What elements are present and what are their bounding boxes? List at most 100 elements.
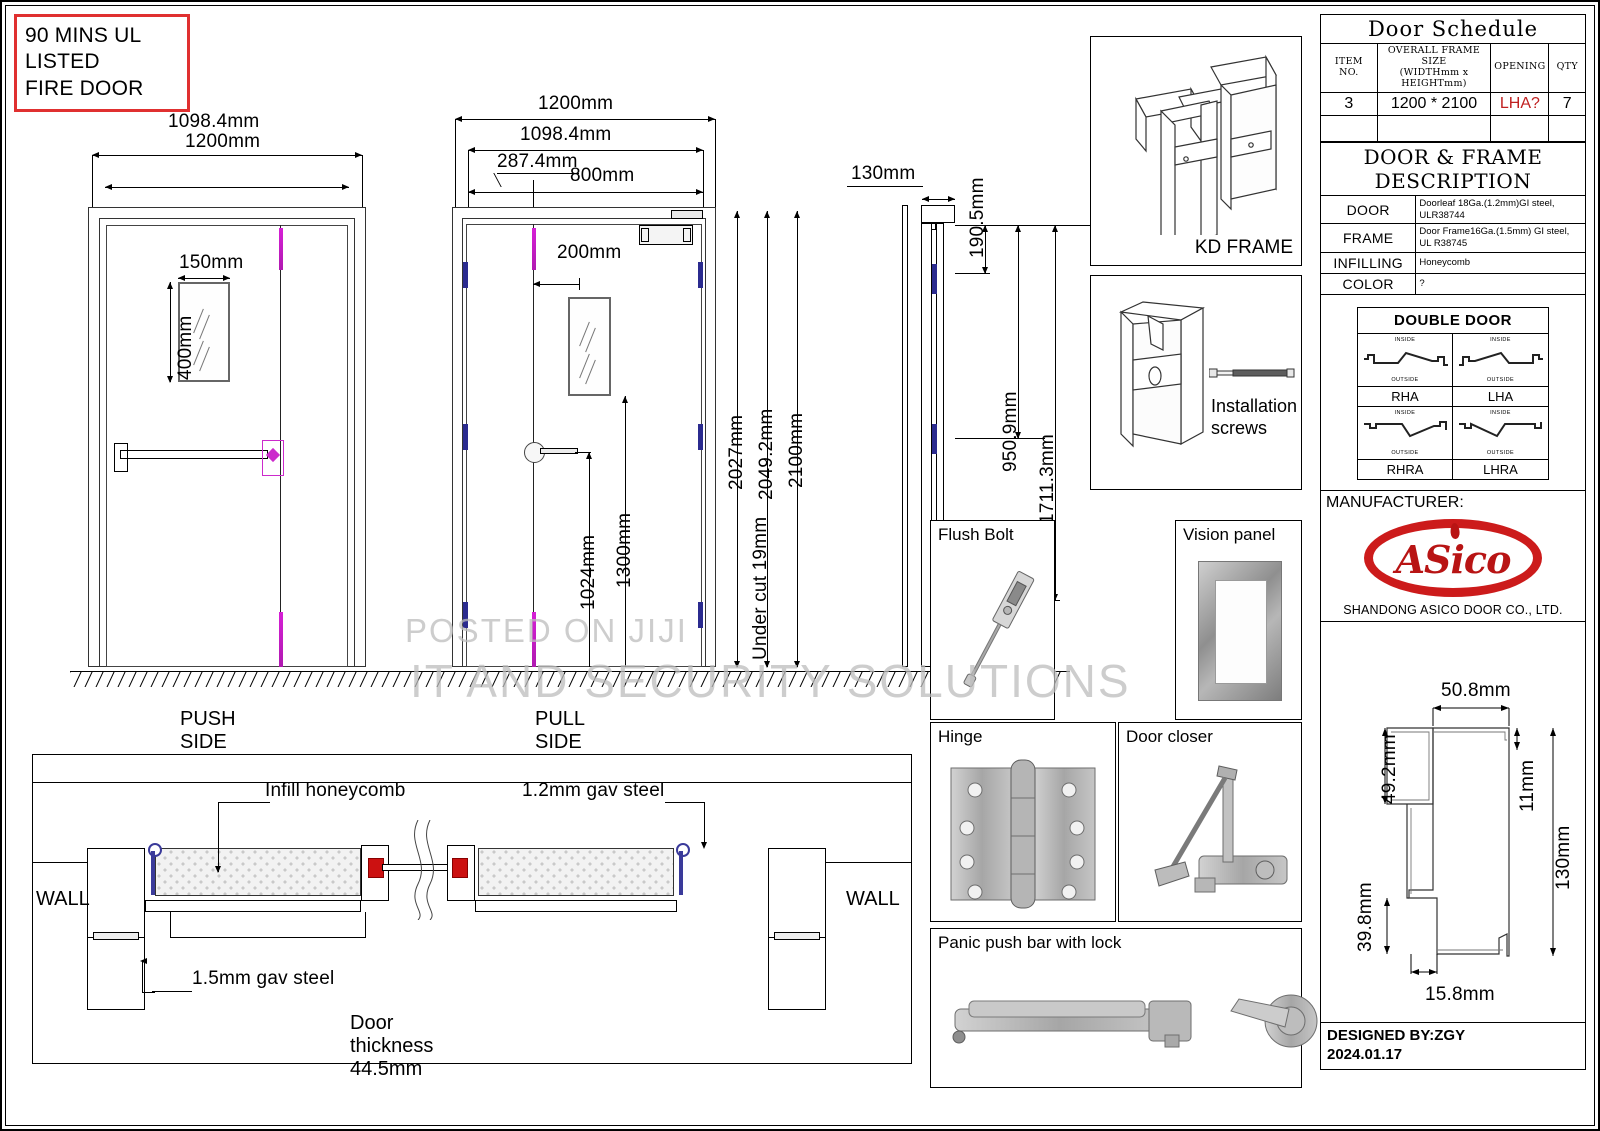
installation-screws-panel: Installation screws	[1090, 275, 1302, 490]
pull-door-closer	[639, 225, 693, 245]
description-key-frame: FRAME	[1319, 223, 1417, 254]
lha-figure: INSIDE OUTSIDE	[1453, 334, 1548, 388]
section-leaf-edge-b	[921, 223, 932, 667]
schedule-row1-opening	[1490, 114, 1550, 142]
lhra-inside-label: INSIDE	[1490, 410, 1511, 417]
panic-push-bar-label: Panic push bar with lock	[938, 933, 1122, 952]
manufacturer-block: MANUFACTURER: ASico SHANDONG ASICO DOOR …	[1320, 491, 1586, 623]
lhra-swing-icon	[1459, 422, 1542, 438]
description-key-infilling: INFILLING	[1319, 252, 1417, 275]
lha-outside-label: OUTSIDE	[1486, 377, 1515, 384]
section-frame-depth-label: 130mm	[851, 163, 916, 184]
cross-leaf-right-edge	[475, 900, 677, 912]
schedule-row0-opening: LHA?	[1490, 91, 1550, 116]
hinge-panel: Hinge	[930, 722, 1116, 922]
pull-overall-width-label: 1200mm	[538, 93, 614, 114]
pull-hinge-bottom	[463, 602, 468, 628]
flush-bolt-illustration	[963, 571, 1035, 688]
section-hinge-top	[932, 264, 937, 294]
pull-leaf-width-label: 1098.4mm	[520, 124, 612, 145]
title-block-column: Door Schedule ITEM NO. OVERALL FRAME SIZ…	[1319, 14, 1586, 1070]
logo-wordmark: ASico	[1395, 537, 1512, 583]
push-meeting-stile	[280, 225, 281, 667]
vision-panel-panel: Vision panel	[1175, 520, 1302, 720]
profile-rebate-label: 15.8mm	[1425, 984, 1495, 1006]
schedule-header-item: ITEM NO.	[1320, 43, 1378, 93]
schedule-row1-qty	[1548, 114, 1586, 142]
push-vision-width-label: 150mm	[179, 252, 244, 273]
schedule-row1-size	[1376, 114, 1492, 142]
description-value-frame: Door Frame16Ga.(1.5mm) GI steel, UL R387…	[1415, 223, 1586, 254]
vision-panel-photo	[1198, 561, 1282, 701]
section-leaf-edge-a	[902, 205, 908, 667]
design-date: 2024.01.17	[1327, 1045, 1403, 1063]
vision-panel-label: Vision panel	[1183, 525, 1276, 544]
cross-leaf-right-honeycomb	[478, 848, 674, 896]
hinge-illustration	[950, 759, 1096, 909]
push-leaf-width-label: 1098.4mm	[168, 111, 260, 132]
double-door-title: DOUBLE DOOR	[1358, 308, 1548, 335]
push-panic-bar-endcap	[114, 443, 128, 472]
pull-offset-label: 287.4mm	[497, 151, 578, 172]
double-door-label-rha: RHA	[1391, 389, 1419, 405]
pull-seal-top	[532, 228, 536, 270]
pull-hinge-bottom-right	[698, 602, 703, 628]
fire-rating-stamp: 90 MINS UL LISTED FIRE DOOR	[14, 14, 190, 112]
double-door-cell-rhra: INSIDE OUTSIDE RHRA	[1358, 407, 1453, 480]
manufacturer-label: MANUFACTURER:	[1326, 494, 1464, 512]
schedule-header-size: OVERALL FRAME SIZE (WIDTHmm x HEIGHTmm)	[1376, 43, 1492, 93]
pull-lever-handle	[540, 448, 578, 454]
push-panic-bar-lock	[262, 440, 284, 476]
push-vision-panel	[178, 282, 230, 382]
kd-frame-panel: KD FRAME	[1090, 36, 1302, 266]
schedule-header-opening: OPENING	[1490, 43, 1550, 93]
cross-intumescent-right	[452, 858, 468, 878]
panic-push-bar-panel: Panic push bar with lock	[930, 928, 1318, 1088]
rhra-swing-icon	[1364, 421, 1447, 438]
panic-bar-illustration	[952, 1000, 1192, 1048]
screw-illustration	[1209, 368, 1295, 378]
kd-frame-illustration	[1135, 54, 1277, 235]
kd-frame-label: KD FRAME	[1194, 237, 1293, 258]
anchor-clip-illustration	[1118, 301, 1205, 448]
hinge-label: Hinge	[938, 727, 983, 746]
cross-leaf-left-edge	[145, 900, 361, 912]
fire-stamp-line-1: 90 MINS UL	[25, 24, 142, 47]
description-key-door: DOOR	[1319, 194, 1417, 225]
double-door-wrapper: DOUBLE DOOR INSIDE OUTSIDE RHA INSIDE	[1320, 295, 1586, 492]
cross-wall-left-label: WALL	[36, 888, 90, 910]
door-schedule-title: Door Schedule	[1320, 14, 1586, 44]
table-row: FRAME Door Frame16Ga.(1.5mm) GI steel, U…	[1319, 223, 1586, 254]
pull-side-label: PULL SIDE	[535, 708, 585, 753]
table-row: COLOR ?	[1319, 273, 1586, 296]
cross-left-frame	[87, 848, 145, 1010]
profile-lip-label: 11mm	[1517, 760, 1538, 813]
push-vision-height-label: 400mm	[175, 315, 196, 380]
cross-leaf-left-honeycomb	[155, 848, 361, 896]
lever-handle-illustration	[1230, 994, 1318, 1048]
description-value-infilling: Honeycomb	[1415, 252, 1586, 275]
table-row	[1320, 114, 1586, 142]
double-door-cell-lha: INSIDE OUTSIDE LHA	[1453, 334, 1548, 406]
lhra-outside-label: OUTSIDE	[1486, 450, 1515, 457]
fire-stamp-line-2: LISTED	[25, 50, 100, 74]
pull-vision-panel	[568, 297, 611, 396]
pull-hinge-mid	[463, 424, 468, 450]
schedule-header-size-line1: OVERALL FRAME SIZE	[1387, 45, 1481, 67]
cross-hinge-pin-left	[151, 851, 155, 895]
ground-line	[70, 671, 1070, 672]
door-closer-illustration	[1154, 765, 1288, 893]
rha-swing-icon	[1364, 352, 1448, 367]
cross-break-line	[414, 820, 434, 920]
double-door-cell-lhra: INSIDE OUTSIDE LHRA	[1453, 407, 1548, 479]
schedule-header-size-line2: (WIDTHmm x HEIGHTmm)	[1399, 66, 1469, 89]
lha-inside-label: INSIDE	[1490, 337, 1511, 344]
schedule-row0-size: 1200 * 2100	[1376, 91, 1492, 116]
description-value-door: Doorleaf 18Ga.(1.2mm)GI steel, ULR38744	[1415, 194, 1586, 225]
cross-infill-label: Infill honeycomb	[265, 780, 406, 801]
pull-seal-bottom	[532, 612, 536, 667]
rhra-outside-label: OUTSIDE	[1391, 450, 1419, 457]
drawing-sheet-inner-border	[5, 5, 1595, 1126]
door-closer-panel: Door closer	[1118, 722, 1302, 922]
double-door-label-rhra: RHRA	[1386, 462, 1424, 478]
